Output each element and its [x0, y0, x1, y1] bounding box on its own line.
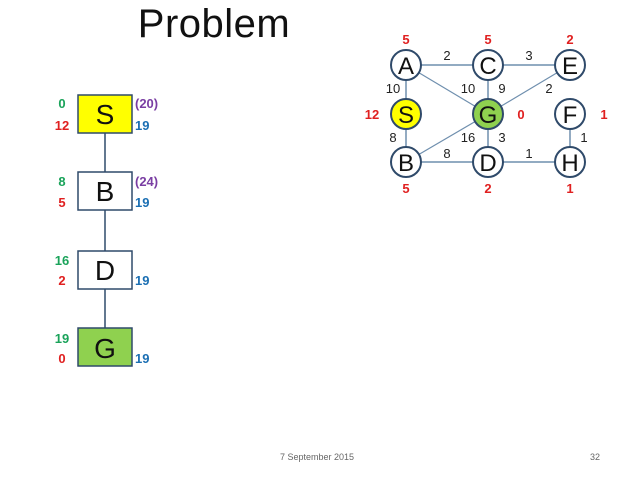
graph-node-label: B	[398, 150, 414, 177]
search-tree: S 0 12 (20) 19 B 8 5 (24) 19 D 16 2 19 G	[55, 94, 158, 367]
tree-node-f: 19	[135, 273, 149, 288]
tree-node-label: S	[96, 99, 115, 130]
tree-node-label: G	[94, 333, 116, 364]
edge-cost-g-d: 3	[498, 130, 505, 145]
graph-node-h: H 1	[554, 146, 586, 196]
graph-node-c: C 5	[472, 32, 504, 81]
edge-cost-s-b: 8	[389, 130, 396, 145]
graph-node-circle	[472, 146, 504, 178]
tree-node-label: B	[96, 176, 115, 207]
tree-node-box	[77, 250, 133, 290]
edge-cost-a-s: 10	[386, 81, 400, 96]
state-graph: 2 3 10 9 10 2 8 16 3 8 1 1 A 5 C 5 E 2 S	[365, 32, 608, 196]
graph-node-e: E 2	[554, 32, 586, 81]
graph-node-h: 2	[484, 181, 491, 196]
edge-cost-b-d: 8	[443, 146, 450, 161]
graph-node-circle	[472, 98, 504, 130]
tree-node-h: 5	[58, 195, 65, 210]
tree-node-g: 19	[55, 331, 69, 346]
tree-node-d: D 16 2 19	[55, 250, 149, 290]
tree-node-f-prev: (24)	[135, 174, 158, 189]
page-number: 32	[590, 452, 601, 462]
tree-node-f-prev: (20)	[135, 96, 158, 111]
graph-node-label: C	[479, 53, 496, 80]
graph-node-a: A 5	[390, 32, 422, 81]
tree-node-g: 8	[58, 174, 65, 189]
graph-node-label: H	[561, 150, 578, 177]
graph-node-h: 0	[517, 107, 524, 122]
edge-cost-f-h: 1	[580, 130, 587, 145]
graph-node-circle	[390, 98, 422, 130]
slide-title: Problem	[137, 2, 291, 46]
tree-node-h: 12	[55, 118, 69, 133]
graph-node-h: 1	[600, 107, 607, 122]
tree-node-f: 19	[135, 195, 149, 210]
graph-node-circle	[554, 98, 586, 130]
edge-cost-a-g: 10	[461, 81, 475, 96]
graph-node-h: 5	[484, 32, 491, 47]
graph-node-d: D 2	[472, 146, 504, 196]
graph-node-circle	[472, 49, 504, 81]
edge-cost-d-h: 1	[525, 146, 532, 161]
tree-node-f: 19	[135, 351, 149, 366]
graph-node-label: D	[479, 150, 496, 177]
tree-node-s: S 0 12 (20) 19	[55, 94, 158, 134]
graph-node-h: 12	[365, 107, 379, 122]
edge-cost-b-g: 16	[461, 130, 475, 145]
edge-cost-a-c: 2	[443, 48, 450, 63]
tree-node-g: 0	[58, 96, 65, 111]
graph-node-f: F 1	[554, 98, 608, 130]
tree-node-f: 19	[135, 118, 149, 133]
graph-node-label: G	[479, 102, 498, 129]
edge-cost-c-e: 3	[525, 48, 532, 63]
graph-node-s: S 12	[365, 98, 422, 130]
graph-node-circle	[554, 49, 586, 81]
graph-node-label: E	[562, 53, 578, 80]
tree-node-box	[77, 171, 133, 211]
graph-node-label: F	[563, 102, 578, 129]
tree-node-g: G 19 0 19	[55, 327, 149, 367]
graph-node-h: 5	[402, 181, 409, 196]
edge-cost-e-g: 2	[545, 81, 552, 96]
graph-node-circle	[390, 49, 422, 81]
graph-node-h: 2	[566, 32, 573, 47]
tree-node-b: B 8 5 (24) 19	[58, 171, 158, 211]
graph-node-circle	[390, 146, 422, 178]
graph-node-label: A	[398, 53, 414, 80]
graph-node-h: 1	[566, 181, 573, 196]
graph-node-b: B 5	[390, 146, 422, 196]
tree-node-h: 0	[58, 351, 65, 366]
tree-node-g: 16	[55, 253, 69, 268]
tree-node-box	[77, 94, 133, 134]
tree-node-h: 2	[58, 273, 65, 288]
footer-date: 7 September 2015	[280, 452, 355, 462]
tree-node-box	[77, 327, 133, 367]
graph-node-circle	[554, 146, 586, 178]
graph-node-h: 5	[402, 32, 409, 47]
graph-node-label: S	[398, 102, 414, 129]
edge-cost-c-g: 9	[498, 81, 505, 96]
tree-node-label: D	[95, 255, 115, 286]
graph-node-g: G 0	[472, 98, 525, 130]
